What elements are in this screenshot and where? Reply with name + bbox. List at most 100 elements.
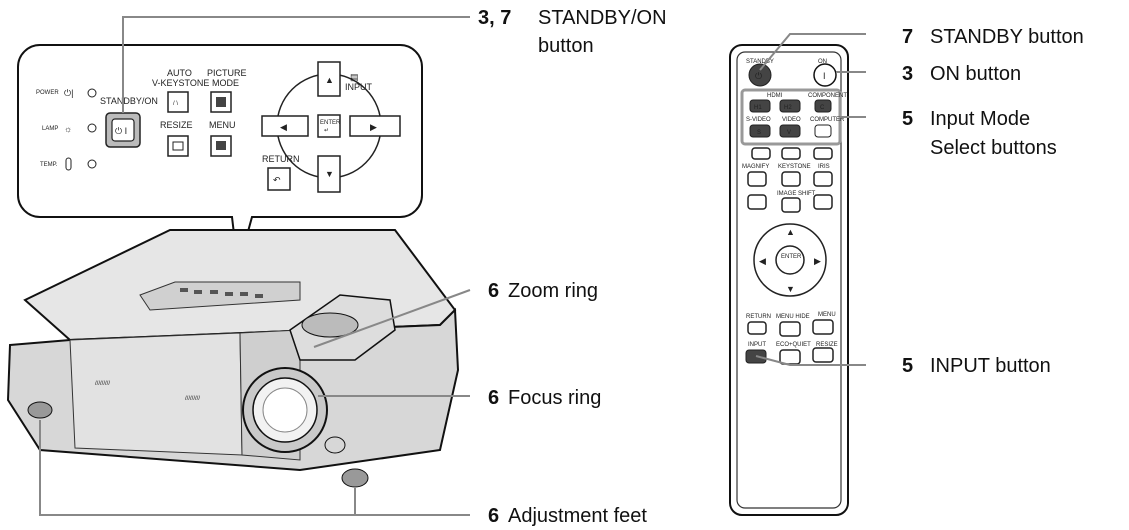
svg-text:S-VIDEO: S-VIDEO — [746, 117, 771, 123]
remote-keystone-button[interactable] — [781, 171, 801, 187]
svg-text://///////: ///////// — [95, 381, 110, 387]
svg-text:MAGNIFY: MAGNIFY — [742, 164, 769, 170]
svg-text://///////: ///////// — [185, 396, 200, 402]
svg-text:ENTER: ENTER — [781, 254, 802, 260]
panel-standby-label: STANDBY/ON — [100, 96, 158, 106]
remote-v-button[interactable] — [779, 124, 801, 138]
svg-text:C: C — [820, 105, 825, 111]
panel-resize-label: RESIZE — [160, 120, 193, 130]
remote-menu-button[interactable] — [812, 319, 834, 335]
panel-mode-label: MODE — [212, 78, 239, 88]
callout-feet-text: Adjustment feet — [508, 505, 647, 527]
callout-on-num: 3 — [902, 63, 913, 85]
lamp-led — [87, 123, 97, 133]
remote-iris2-button[interactable] — [813, 194, 833, 210]
panel-input-label: INPUT — [345, 82, 373, 92]
remote-s-button[interactable] — [749, 124, 771, 138]
svg-text:ENTER: ENTER — [320, 120, 341, 126]
panel-return-button[interactable] — [267, 167, 291, 191]
callout-standby-on-text2: button — [538, 35, 594, 57]
panel-right-button[interactable] — [349, 115, 401, 137]
svg-text:MENU: MENU — [818, 312, 836, 318]
panel-left-button[interactable] — [261, 115, 309, 137]
panel-return-label: RETURN — [262, 154, 300, 164]
remote-iris1-button[interactable] — [813, 171, 833, 187]
left-foot — [27, 401, 53, 419]
remote-on-button[interactable] — [813, 63, 837, 87]
callout-standby-on-num: 3, 7 — [478, 7, 511, 29]
remote-down-button[interactable]: ▼ — [786, 284, 795, 294]
svg-text:/ \: / \ — [173, 101, 178, 107]
callout-input-mode-text2: Select buttons — [930, 137, 1057, 159]
svg-text:RETURN: RETURN — [746, 314, 771, 320]
remote-image-shift-button[interactable] — [781, 197, 801, 213]
remote-picture-button[interactable] — [813, 147, 833, 160]
projector-body: ///////// ///////// — [6, 229, 460, 488]
svg-text:▲: ▲ — [325, 75, 334, 85]
svg-text:VIDEO: VIDEO — [782, 117, 801, 123]
remote-up-button[interactable]: ▲ — [786, 227, 795, 237]
callout-focus-text: Focus ring — [508, 387, 601, 409]
svg-text:MENU HIDE: MENU HIDE — [776, 314, 810, 320]
remote-c-button[interactable] — [814, 99, 832, 113]
panel-keystone-button[interactable] — [167, 91, 189, 113]
power-icon: ⏻| — [64, 88, 73, 98]
callout-zoom-text: Zoom ring — [508, 280, 598, 302]
remote-dpad — [753, 223, 827, 297]
svg-text:IRIS: IRIS — [818, 164, 830, 170]
panel-auto-label: AUTO — [167, 68, 192, 78]
remote-h1-button[interactable] — [749, 99, 771, 113]
lamp-label: LAMP — [42, 126, 58, 132]
remote-standby-label: STANDBY — [746, 59, 774, 65]
callout-feet-num: 6 — [488, 505, 499, 527]
remote-standby-button[interactable] — [748, 63, 772, 87]
panel-up-button[interactable] — [317, 61, 341, 97]
remote-enter-button[interactable] — [775, 245, 805, 275]
svg-text:H1: H1 — [754, 105, 762, 111]
callout-input-text: INPUT button — [930, 355, 1051, 377]
callout-input-mode-num: 5 — [902, 108, 913, 130]
svg-text:INPUT: INPUT — [748, 342, 766, 348]
remote-h2-button[interactable] — [779, 99, 801, 113]
svg-text:COMPONENT: COMPONENT — [808, 93, 847, 99]
svg-text:I: I — [823, 71, 826, 81]
panel-menu-label: MENU — [209, 120, 236, 130]
zoom-ring — [301, 312, 359, 338]
remote-left-button[interactable]: ◀ — [759, 256, 766, 266]
remote-control: STANDBY ⏻ ON I HDMI COMPONENT H1 H2 C S-… — [729, 44, 849, 516]
remote-computer-button[interactable] — [814, 124, 832, 138]
panel-enter-button[interactable] — [317, 114, 341, 138]
remote-resize-top-button[interactable] — [751, 147, 771, 160]
svg-text:RESIZE: RESIZE — [816, 342, 838, 348]
svg-text:▼: ▼ — [325, 169, 334, 179]
remote-magnify-down-button[interactable] — [747, 194, 767, 210]
callout-input-num: 5 — [902, 355, 913, 377]
svg-text:↶: ↶ — [273, 175, 281, 185]
temp-label: TEMP. — [40, 162, 58, 168]
svg-text:COMPUTER: COMPUTER — [810, 117, 845, 123]
callout-input-mode-text: Input Mode — [930, 108, 1030, 130]
panel-down-button[interactable] — [317, 155, 341, 193]
panel-input-icon: ▤ — [350, 72, 359, 82]
svg-text:HDMI: HDMI — [767, 93, 783, 99]
callout-standby-on-text: STANDBY/ON — [538, 7, 667, 29]
panel-resize-button[interactable] — [167, 135, 189, 157]
power-label: POWER — [36, 90, 59, 96]
svg-text:↵: ↵ — [324, 128, 329, 134]
remote-resize-button[interactable] — [812, 347, 834, 363]
remote-right-button[interactable]: ▶ — [814, 256, 821, 266]
remote-return-button[interactable] — [747, 321, 767, 335]
status-indicators: POWER ⏻| LAMP ☼ TEMP. — [36, 88, 97, 171]
remote-aspect-button[interactable] — [781, 147, 801, 160]
lamp-icon: ☼ — [64, 124, 72, 134]
remote-menu-hide-button[interactable] — [779, 321, 801, 337]
svg-text:V: V — [787, 130, 791, 136]
panel-standby-icon: ⏻ I — [115, 126, 127, 136]
panel-picture-label: PICTURE — [207, 68, 247, 78]
svg-text:ECO+QUIET: ECO+QUIET — [776, 342, 811, 348]
remote-magnify-up-button[interactable] — [747, 171, 767, 187]
callout-on-text: ON button — [930, 63, 1021, 85]
remote-eco-button[interactable] — [779, 349, 801, 365]
callout-standby-text: STANDBY button — [930, 26, 1084, 48]
svg-text:▶: ▶ — [370, 122, 377, 132]
